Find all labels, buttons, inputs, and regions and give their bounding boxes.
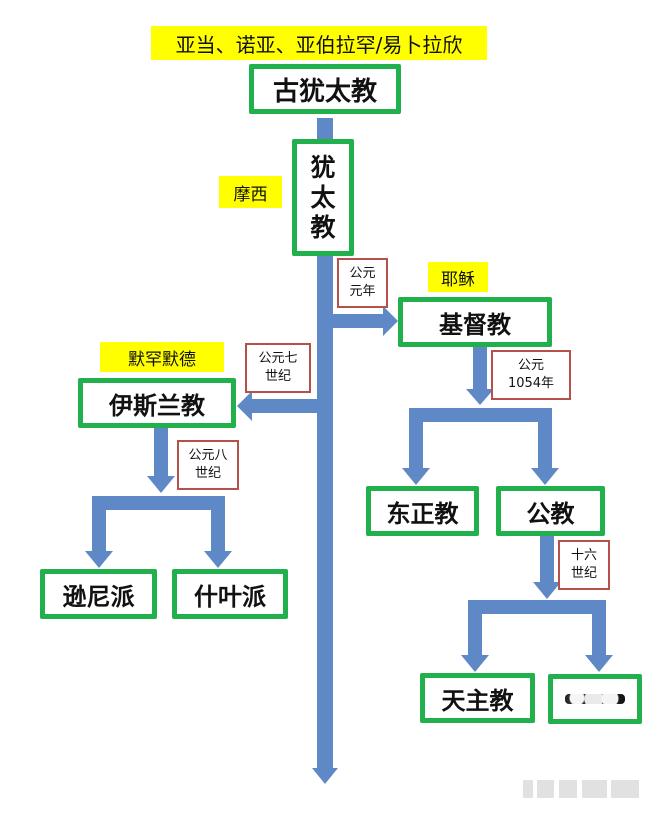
label-jesus: 耶稣 [428,262,488,292]
islam-branch-line [250,399,317,413]
orthodox-drop-line [409,408,423,470]
box-obscured: 新教 [548,674,642,724]
catholicism-drop-arrowhead [461,655,489,672]
box-islam: 伊斯兰教 [78,378,236,428]
christianity-branch-line [333,314,385,328]
main-trunk-line [317,118,333,768]
islam-split-stem [154,427,168,477]
orthodox-drop-arrowhead [402,468,430,485]
date-seventh-century: 公元七 世纪 [245,343,311,393]
label-top-people: 亚当、诺亚、亚伯拉罕/易卜拉欣 [151,26,487,60]
label-muhammad: 默罕默德 [100,342,224,372]
sunni-drop-arrowhead [85,551,113,568]
box-catholicism: 天主教 [420,673,535,723]
date-eighth-century-line-2: 世纪 [194,466,221,481]
catholic-drop-arrowhead [531,468,559,485]
catholic-split-crossbar [468,600,606,614]
catholicism-drop-line [468,600,482,657]
shia-drop-line [211,496,225,553]
catholic-split-stem [540,533,554,585]
shia-drop-arrowhead [204,551,232,568]
date-sixteenth-century-line-2: 世纪 [570,566,597,581]
islam-branch-arrowhead [237,391,252,421]
islam-split-crossbar [92,496,225,510]
sunni-drop-line [92,496,106,553]
date-year-one: 公元 元年 [337,258,388,308]
date-eighth-century: 公元八 世纪 [177,440,239,490]
box-judaism: 犹 太 教 [292,139,354,256]
date-eighth-century-line-1: 公元八 [188,448,228,464]
box-sunni: 逊尼派 [40,569,157,619]
date-1054-line-1: 公元 [517,358,544,374]
date-year-one-line-2: 元年 [349,284,376,299]
obscured-box-drop-line [592,600,606,657]
date-sixteenth-century: 十六 世纪 [558,540,610,590]
box-shia: 什叶派 [172,569,288,619]
christianity-branch-arrowhead [383,306,398,336]
date-year-one-line-1: 公元 [349,266,376,282]
main-trunk-arrowhead [312,768,338,784]
christianity-split-stem-arrowhead [466,389,494,405]
watermark-graphic [519,780,639,798]
judaism-char-2: 太 [310,182,336,212]
box-catholic: 公教 [496,486,605,536]
catholic-drop-line [538,408,552,470]
christianity-split-stem [473,345,487,390]
arrow-group [85,118,613,784]
box-ancient-judaism: 古犹太教 [249,64,401,114]
box-orthodox: 东正教 [366,486,479,536]
judaism-char-1: 犹 [310,152,336,182]
obscured-box-drop-arrowhead [585,655,613,672]
date-seventh-century-line-2: 世纪 [264,369,291,384]
catholic-split-stem-arrowhead [533,582,561,599]
label-moses: 摩西 [219,176,282,208]
box-christianity: 基督教 [398,297,552,347]
christianity-split-crossbar [409,408,552,422]
date-1054: 公元 1054年 [491,350,571,400]
judaism-char-3: 教 [310,212,336,242]
islam-split-stem-arrowhead [147,476,175,493]
date-1054-line-2: 1054年 [507,376,555,391]
date-sixteenth-century-line-1: 十六 [570,548,597,564]
date-seventh-century-line-1: 公元七 [258,351,298,367]
